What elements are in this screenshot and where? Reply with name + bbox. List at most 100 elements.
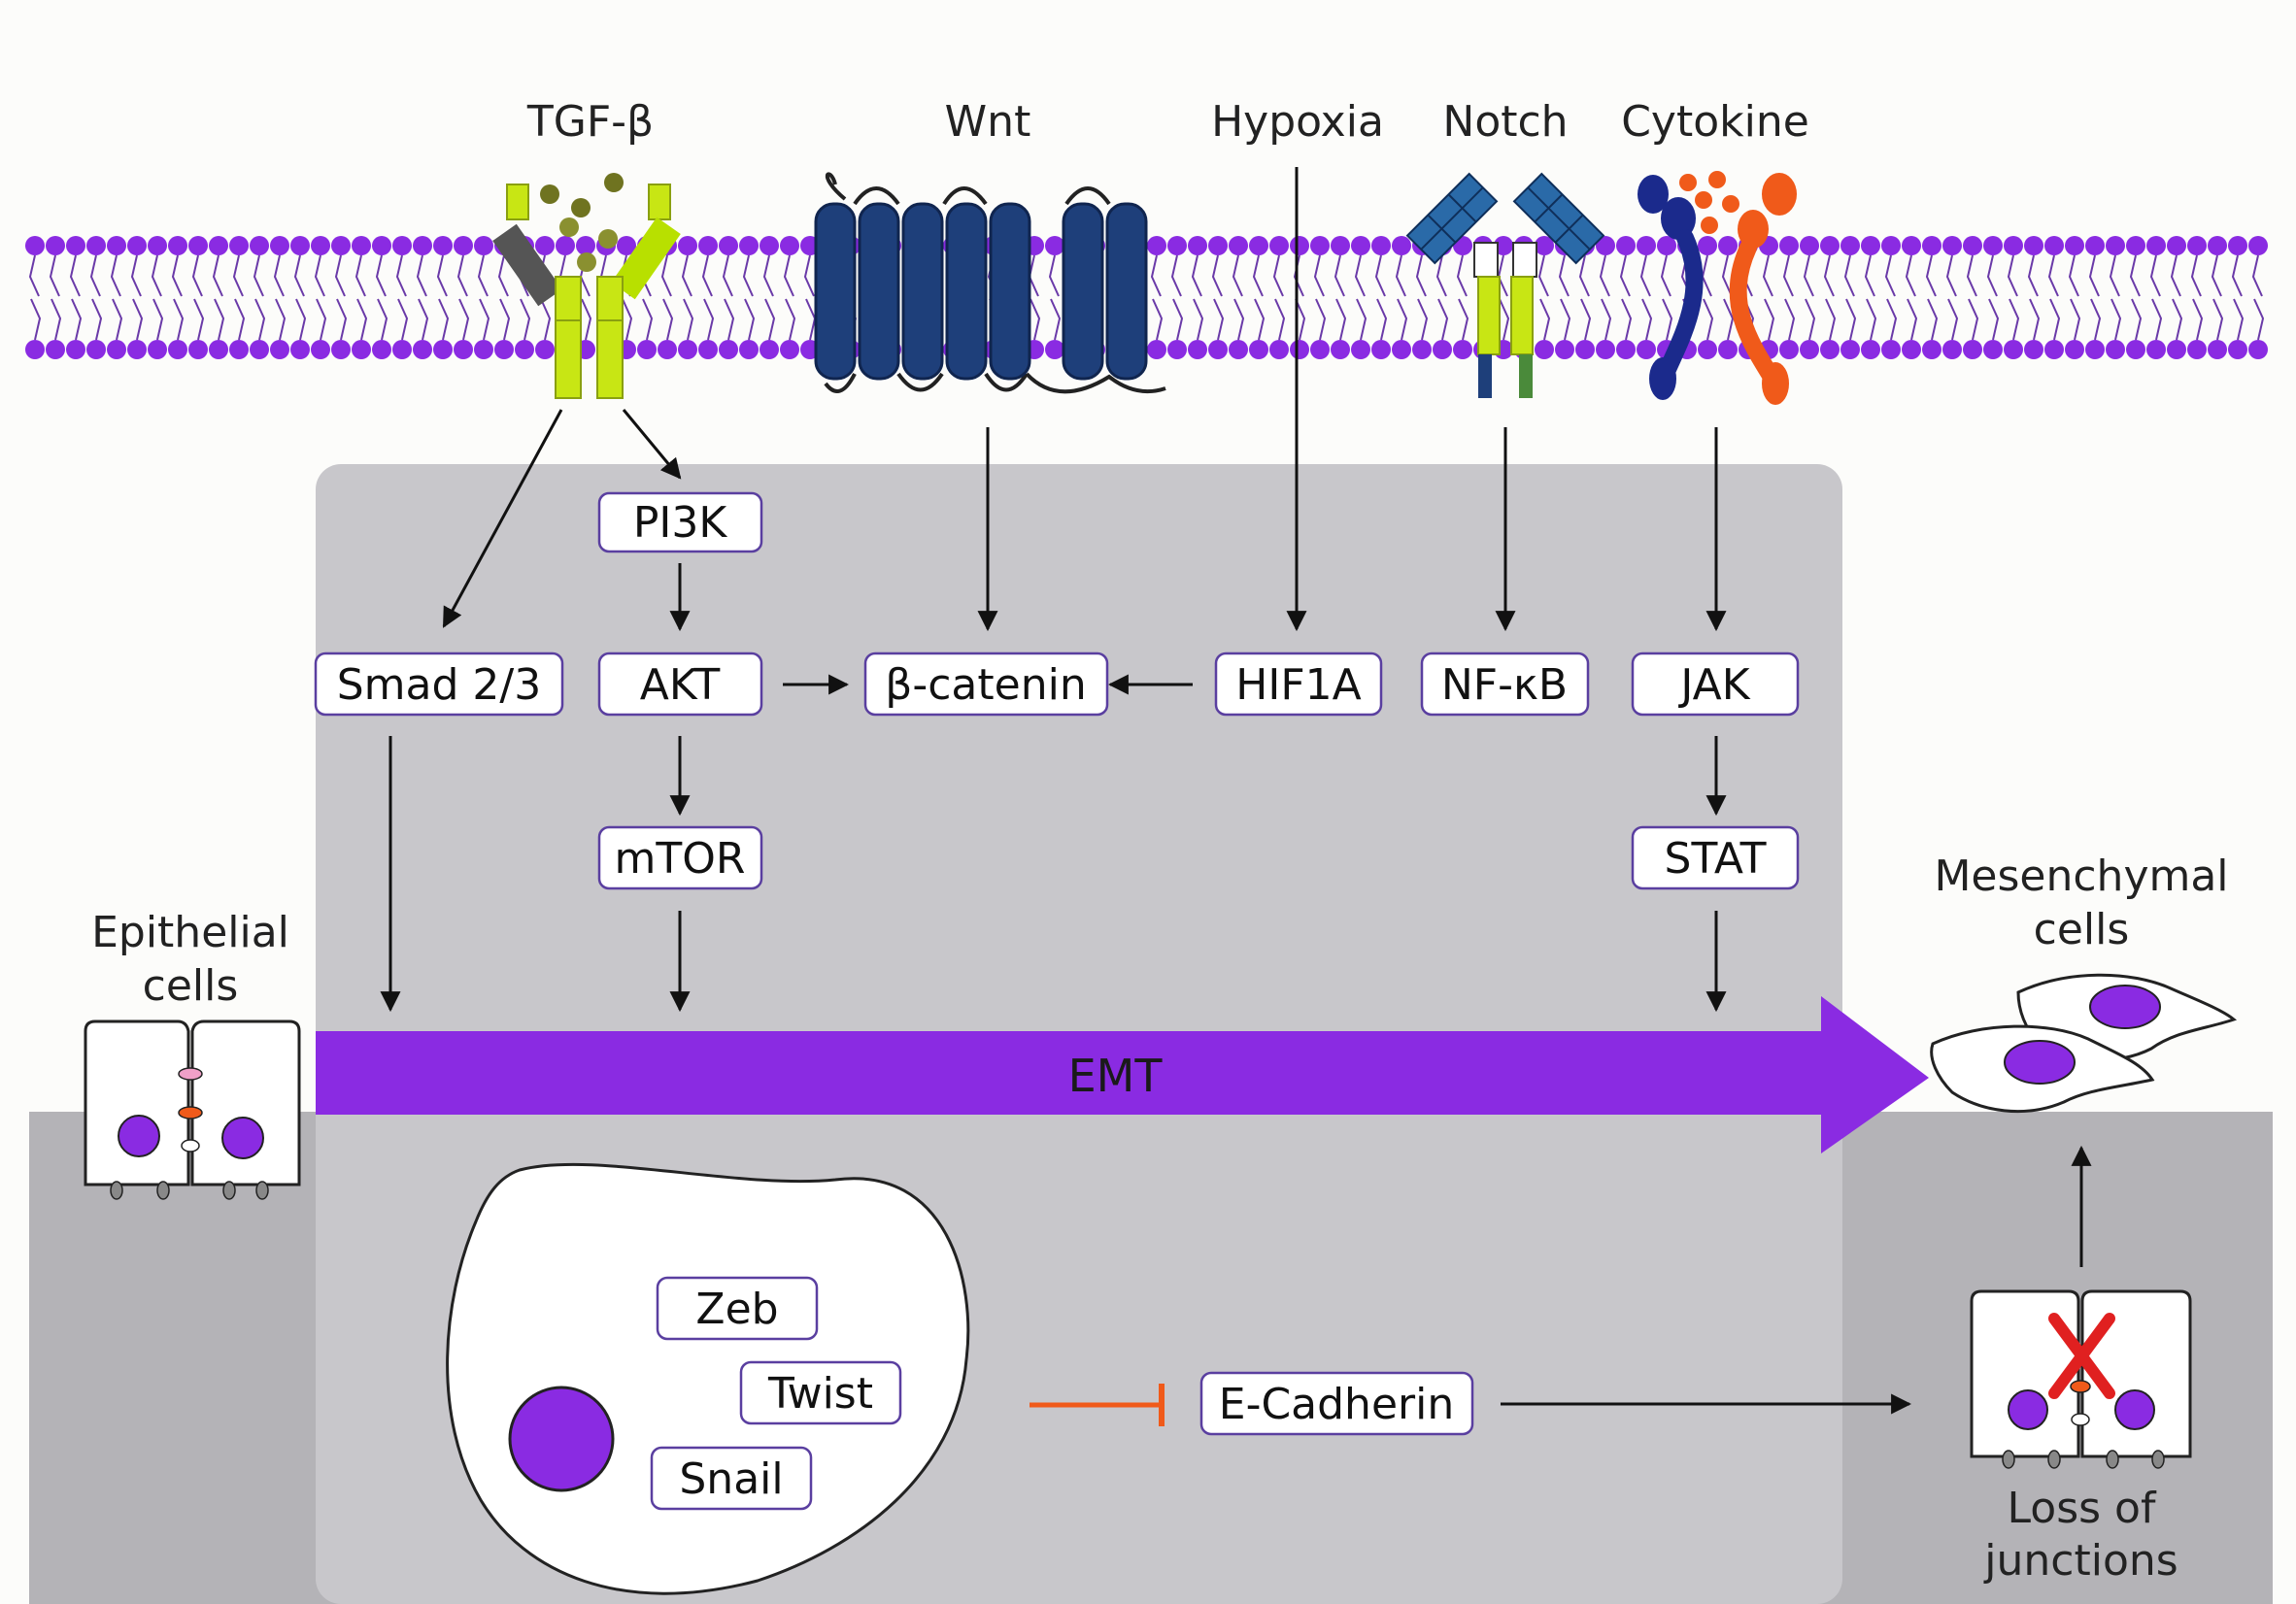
lipid-head [1331, 340, 1350, 359]
lipid-head [188, 340, 208, 359]
lipid-head [270, 340, 289, 359]
lipid-head [1942, 236, 1962, 255]
lipid-head [2167, 340, 2186, 359]
lipid-head [2024, 236, 2043, 255]
wnt-label: Wnt [945, 97, 1031, 147]
lipid-head [25, 236, 45, 255]
lipid-head [1861, 236, 1880, 255]
lipid-head [1575, 340, 1595, 359]
lipid-head [1881, 340, 1901, 359]
lipid-head [698, 340, 718, 359]
notch-receptor-icon [1405, 172, 1605, 398]
lipid-head [2146, 340, 2166, 359]
lipid-head [331, 236, 351, 255]
nucleus-icon [508, 1386, 615, 1492]
lipid-head [1698, 236, 1717, 255]
lipid-head [1820, 340, 1840, 359]
lipid-head [1555, 340, 1574, 359]
lipid-head [1269, 340, 1289, 359]
lipid-head [2187, 340, 2207, 359]
mesenchymal-cells-icon [1930, 973, 2238, 1114]
lipid-head [229, 340, 249, 359]
lipid-head [1229, 340, 1248, 359]
lipid-head [1963, 340, 1982, 359]
lipid-head [1249, 340, 1268, 359]
tgf-beta-receptor-icon [492, 173, 681, 399]
loss-label-line2: junctions [1983, 1536, 2178, 1586]
lipid-head [1188, 236, 1207, 255]
lipid-head [1800, 236, 1819, 255]
lipid-head [250, 340, 269, 359]
lipid-head [1840, 236, 1860, 255]
node-beta-catenin: β-catenin [863, 652, 1109, 717]
lipid-head [637, 340, 657, 359]
lipid-head [719, 340, 738, 359]
lipid-head [658, 340, 677, 359]
lipid-head [1331, 236, 1350, 255]
lipid-head [372, 236, 391, 255]
lipid-head [1433, 340, 1452, 359]
lipid-head [1657, 236, 1676, 255]
node-ecadherin-label: E-Cadherin [1219, 1380, 1454, 1429]
lipid-head [1290, 236, 1309, 255]
emt-arrow: EMT [316, 996, 1929, 1153]
hypoxia-label: Hypoxia [1211, 97, 1384, 147]
node-twist-label: Twist [767, 1369, 873, 1419]
lipid-head [25, 340, 45, 359]
node-pi3k: PI3K [597, 491, 763, 553]
epithelial-label-line1: Epithelial [91, 908, 289, 957]
lipid-head [2004, 340, 2023, 359]
node-akt: AKT [597, 652, 763, 717]
tgf-smad-arrow [442, 409, 563, 628]
lipid-head [576, 236, 595, 255]
lipid-head [1290, 340, 1309, 359]
node-pi3k-label: PI3K [633, 498, 728, 548]
cross-icon [2048, 1313, 2115, 1399]
lipid-head [1718, 236, 1738, 255]
signal-arrows [380, 167, 2092, 1415]
lipid-head [352, 340, 371, 359]
lipid-head [290, 236, 310, 255]
epithelial-cells-icon [84, 1019, 301, 1200]
node-nfkb-label: NF-κB [1441, 660, 1568, 710]
lipid-head [168, 340, 187, 359]
lipid-head [2208, 236, 2227, 255]
lipid-head [1269, 236, 1289, 255]
lipid-head [474, 236, 493, 255]
lipid-head [1167, 340, 1187, 359]
lipid-head [1718, 340, 1738, 359]
lipid-head [229, 236, 249, 255]
lipid-head [2167, 236, 2186, 255]
lipid-head [352, 236, 371, 255]
lipid-head [148, 236, 167, 255]
lipid-head [107, 236, 126, 255]
lipid-head [515, 340, 534, 359]
node-hif1a-label: HIF1A [1235, 660, 1361, 710]
lipid-head [2024, 340, 2043, 359]
lipid-head [494, 340, 514, 359]
tgf-beta-label: TGF-β [526, 97, 654, 147]
lipid-head [66, 236, 85, 255]
lipid-head [1983, 236, 2003, 255]
node-twist: Twist [739, 1360, 902, 1425]
node-ecadherin: E-Cadherin [1199, 1371, 1474, 1436]
lipid-head [127, 236, 147, 255]
lipid-head [1167, 236, 1187, 255]
node-snail-label: Snail [679, 1454, 783, 1504]
lipid-head [1922, 236, 1941, 255]
mesenchymal-label-line1: Mesenchymal [1934, 852, 2228, 901]
node-hif1a: HIF1A [1214, 652, 1383, 717]
lipid-head [1779, 236, 1799, 255]
node-mtor-label: mTOR [615, 834, 746, 884]
lipid-head [1392, 236, 1411, 255]
lipid-head [1351, 340, 1370, 359]
lipid-head [2065, 236, 2084, 255]
lipid-head [2106, 340, 2125, 359]
lipid-head [1208, 236, 1228, 255]
lipid-head [1637, 236, 1656, 255]
lipid-head [433, 236, 453, 255]
lipid-head [66, 340, 85, 359]
lipid-head [1392, 340, 1411, 359]
